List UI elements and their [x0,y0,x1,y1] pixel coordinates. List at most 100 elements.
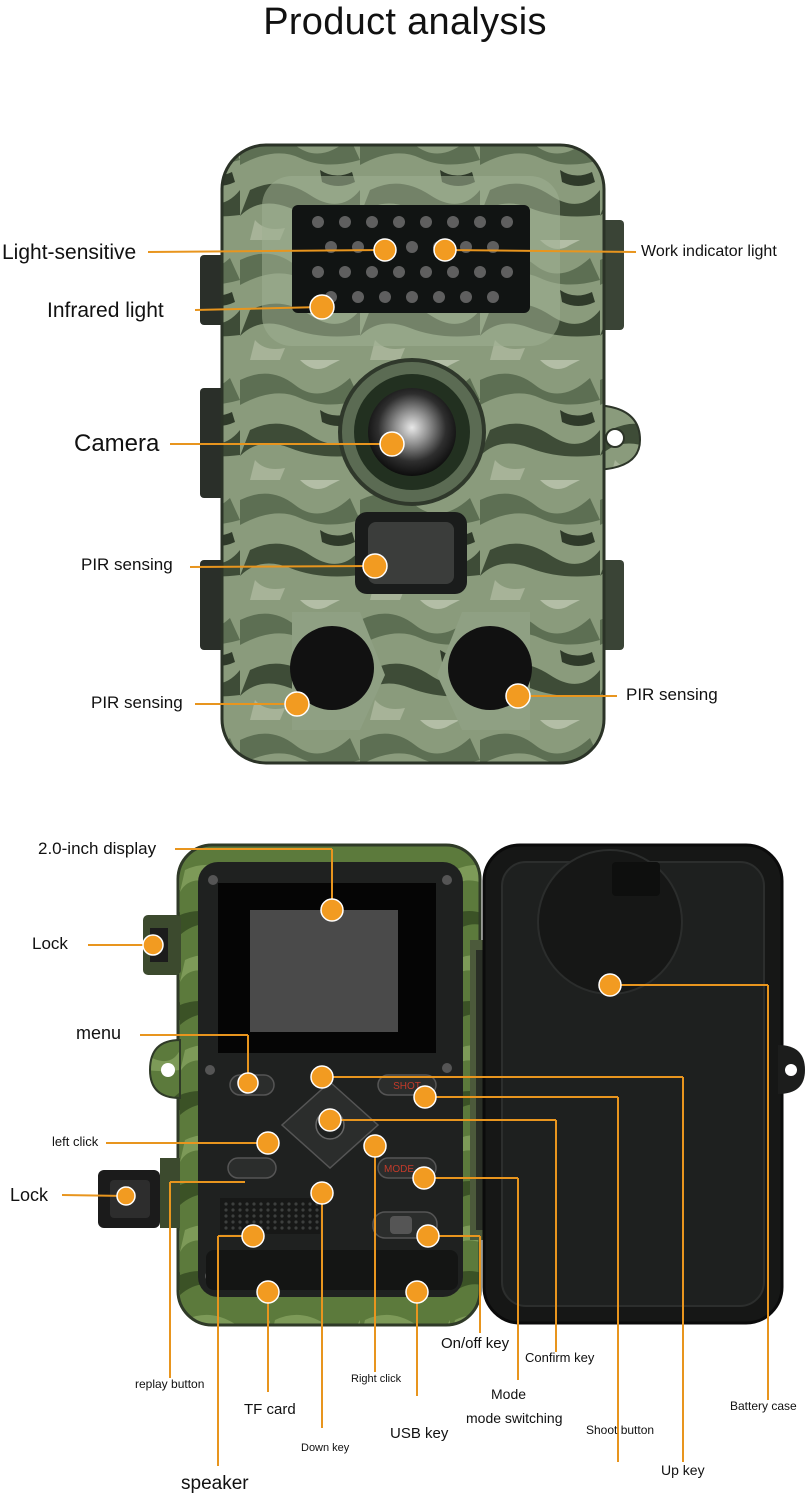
label-right-click: Right click [351,1373,402,1385]
speaker-hole [231,1220,235,1224]
speaker-hole [266,1208,270,1212]
speaker-hole [238,1214,242,1218]
label-up-key: Up key [661,1462,705,1478]
label-mode: Mode [491,1386,527,1402]
label-work-indicator: Work indicator light [641,243,777,260]
speaker-hole [294,1208,298,1212]
speaker-hole [273,1208,277,1212]
speaker-hole [287,1214,291,1218]
label-pir-right: PIR sensing [626,685,718,704]
speaker-hole [224,1208,228,1212]
speaker-hole [252,1208,256,1212]
speaker-hole [308,1226,312,1230]
speaker-hole [294,1220,298,1224]
label-pir-left: PIR sensing [91,693,183,712]
speaker-hole [308,1208,312,1212]
ir-led [420,266,432,278]
ir-led [460,291,472,303]
speaker-hole [238,1202,242,1206]
ir-led [474,266,486,278]
label-mode-switching: mode switching [466,1410,563,1426]
speaker-grille [224,1202,319,1230]
speaker-hole [238,1220,242,1224]
camera-open: SHOT MODE [98,843,805,1327]
label-speaker: speaker [181,1473,249,1494]
ir-led [447,216,459,228]
ir-led [352,291,364,303]
speaker-hole [245,1208,249,1212]
ir-led [501,266,513,278]
speaker-hole [259,1220,263,1224]
speaker-hole [252,1214,256,1218]
speaker-hole [266,1226,270,1230]
ir-led [312,216,324,228]
label-confirm-key: Confirm key [525,1350,595,1365]
speaker-hole [231,1202,235,1206]
speaker-hole [259,1202,263,1206]
callout-lines [61,249,769,1466]
speaker-hole [266,1220,270,1224]
speaker-hole [259,1214,263,1218]
ir-led [406,291,418,303]
label-menu: menu [76,1023,122,1043]
speaker-hole [280,1214,284,1218]
mode-button-text: MODE [384,1164,414,1175]
ir-led [447,266,459,278]
ir-led [339,216,351,228]
label-down-key: Down key [301,1442,350,1454]
speaker-hole [294,1214,298,1218]
speaker-hole [231,1226,235,1230]
speaker-hole [245,1202,249,1206]
label-onoff-key: On/off key [441,1335,510,1352]
speaker-hole [315,1214,319,1218]
speaker-hole [287,1208,291,1212]
speaker-hole [301,1226,305,1230]
label-camera: Camera [74,430,160,457]
speaker-hole [231,1214,235,1218]
speaker-hole [315,1208,319,1212]
label-replay: replay button [135,1377,205,1391]
ir-led [433,291,445,303]
speaker-hole [280,1226,284,1230]
speaker-hole [294,1202,298,1206]
speaker-hole [273,1202,277,1206]
ir-led [312,266,324,278]
speaker-hole [266,1214,270,1218]
speaker-hole [308,1220,312,1224]
speaker-hole [273,1220,277,1224]
speaker-hole [301,1208,305,1212]
speaker-hole [315,1220,319,1224]
speaker-hole [308,1202,312,1206]
label-infrared: Infrared light [47,299,164,322]
speaker-hole [294,1226,298,1230]
speaker-hole [245,1214,249,1218]
speaker-hole [224,1214,228,1218]
label-light-sensitive: Light-sensitive [2,241,137,264]
label-usb-key: USB key [390,1425,449,1442]
page-title: Product analysis [263,1,547,43]
speaker-hole [308,1214,312,1218]
speaker-hole [252,1220,256,1224]
speaker-hole [273,1214,277,1218]
speaker-hole [301,1220,305,1224]
speaker-hole [280,1220,284,1224]
label-battery-case: Battery case [730,1399,797,1413]
speaker-hole [273,1226,277,1230]
speaker-hole [231,1208,235,1212]
callout-dots [116,238,622,1304]
label-lock-side: Lock [10,1185,49,1205]
label-display: 2.0-inch display [38,839,157,858]
camera-lens [368,388,456,476]
speaker-hole [287,1226,291,1230]
speaker-hole [238,1226,242,1230]
speaker-hole [280,1202,284,1206]
ir-led [501,216,513,228]
label-tf-card: TF card [244,1401,296,1418]
speaker-hole [224,1202,228,1206]
speaker-hole [301,1202,305,1206]
speaker-hole [315,1226,319,1230]
speaker-hole [245,1220,249,1224]
ir-led [393,216,405,228]
speaker-hole [224,1226,228,1230]
